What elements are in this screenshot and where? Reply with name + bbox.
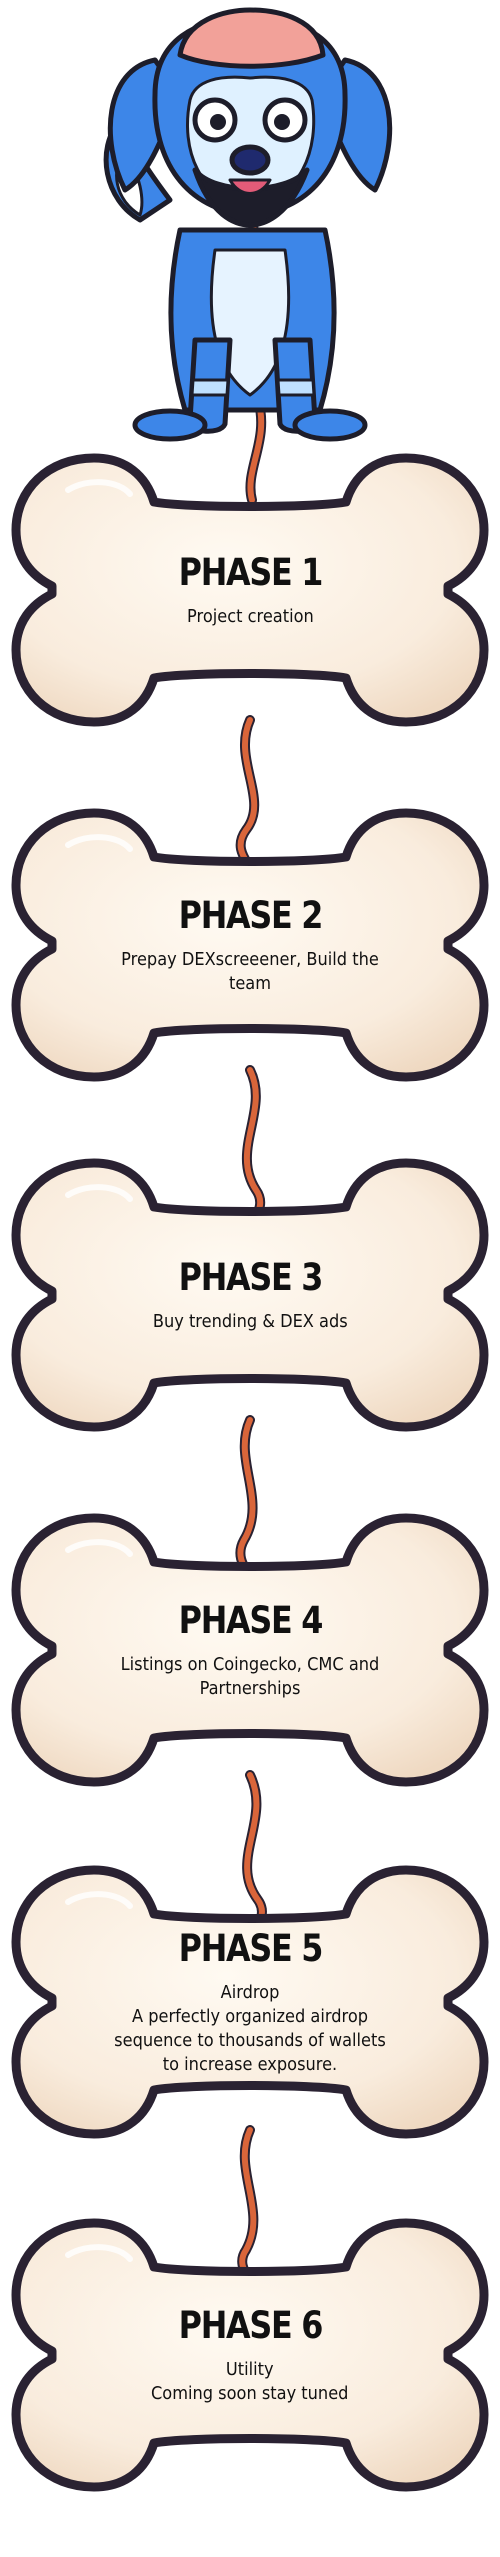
phase-description: Listings on Coingecko, CMC and Partnersh…	[120, 1654, 380, 1699]
phase-card-1: PHASE 1 Project creation	[8, 450, 492, 730]
phase-description: Project creation	[186, 606, 314, 627]
phase-card-2: PHASE 2 Prepay DEXscreeener, Build the t…	[8, 805, 492, 1085]
phase-description: Prepay DEXscreeener, Build the team	[121, 949, 379, 994]
phase-title: PHASE 4	[178, 1599, 323, 1642]
phase-card-4: PHASE 4 Listings on Coingecko, CMC and P…	[8, 1510, 492, 1790]
phase-description: Buy trending & DEX ads	[152, 1311, 348, 1332]
phase-card-3: PHASE 3 Buy trending & DEX ads	[8, 1155, 492, 1435]
phase-description: Airdrop A perfectly organized airdrop se…	[114, 1982, 386, 2075]
blue-dog-mascot-icon	[103, 7, 393, 442]
phase-title: PHASE 2	[178, 894, 323, 937]
phase-card-6: PHASE 6 Utility Coming soon stay tuned	[8, 2215, 492, 2495]
phase-title: PHASE 6	[178, 2304, 323, 2347]
phase-title: PHASE 5	[178, 1927, 323, 1970]
phase-title: PHASE 1	[178, 551, 323, 594]
phase-title: PHASE 3	[178, 1256, 323, 1299]
phase-description: Utility Coming soon stay tuned	[151, 2359, 349, 2404]
phase-card-5: PHASE 5 Airdrop A perfectly organized ai…	[8, 1862, 492, 2142]
